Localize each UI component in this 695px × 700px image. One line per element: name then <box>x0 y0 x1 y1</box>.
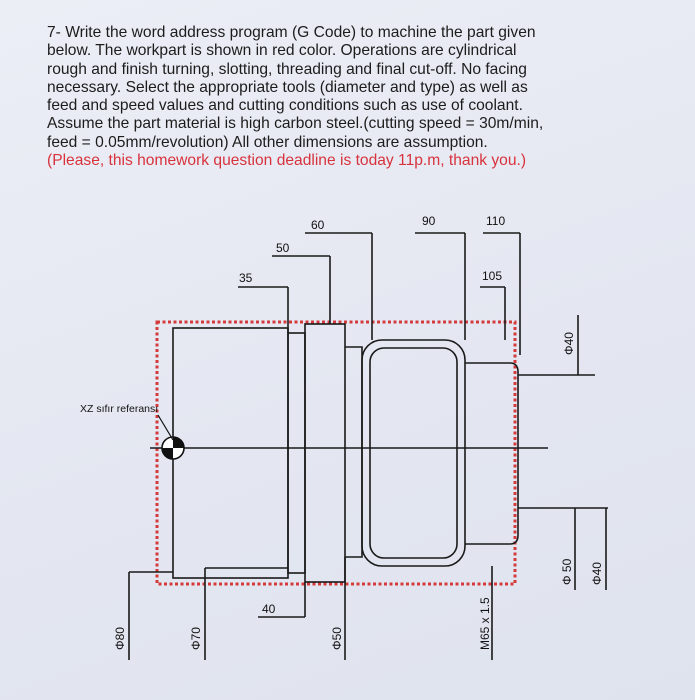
question-line: rough and finish turning, slotting, thre… <box>47 60 527 78</box>
section-end-d40 <box>465 362 519 545</box>
dim-105-label: 105 <box>482 269 502 283</box>
xz-reference-label: XZ sıfır referansı <box>80 403 158 415</box>
question-line: 7- Write the word address program (G Cod… <box>47 24 536 41</box>
section-d70 <box>287 332 306 574</box>
section-thread-body <box>361 339 466 567</box>
workpart-outline <box>155 320 517 586</box>
dim-110-label: 110 <box>486 214 505 228</box>
question-line: necessary. Select the appropriate tools … <box>47 78 528 96</box>
dim-phi40-top-label: Φ40 <box>562 332 576 355</box>
dim-phi80-label: Φ80 <box>113 627 127 650</box>
question-line: below. The workpart is shown in red colo… <box>47 42 517 60</box>
question-line: feed and speed values and cutting condit… <box>47 97 523 115</box>
section-thread <box>345 346 363 558</box>
dim-60-label: 60 <box>311 218 325 232</box>
dim-phi50-right-label: Φ 50 <box>560 558 574 585</box>
dim-35-label: 35 <box>239 271 253 285</box>
dim-40-label: 40 <box>262 602 276 616</box>
question-line: feed = 0.05mm/revolution) All other dime… <box>47 133 488 151</box>
question-text: 7- Write the word address program (G Cod… <box>47 24 677 170</box>
thread-spec-label: M65 x 1.5 <box>478 597 492 650</box>
xz-zero-reference-symbol <box>157 414 185 460</box>
thread-inner-outline <box>369 347 458 559</box>
section-d80 <box>172 327 289 579</box>
section-d50 <box>304 323 346 583</box>
dim-phi50-label: Φ50 <box>330 627 344 650</box>
deadline-note: (Please, this homework question deadline… <box>47 152 527 170</box>
dim-50-label: 50 <box>276 241 290 255</box>
dim-90-label: 90 <box>422 214 436 228</box>
dim-phi40-right-label: Φ40 <box>590 562 604 585</box>
dim-phi70-label: Φ70 <box>189 627 203 650</box>
question-line: Assume the part material is high carbon … <box>47 115 544 133</box>
